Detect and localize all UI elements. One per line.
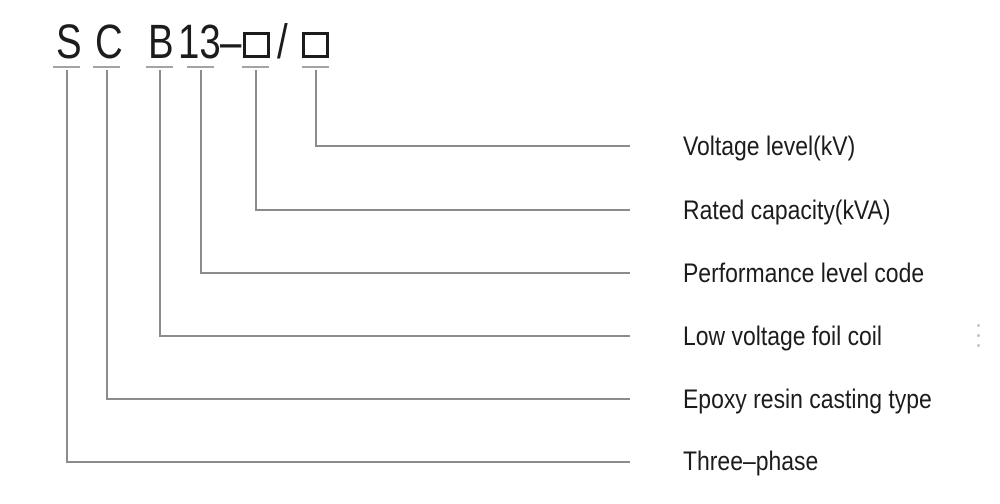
connector-stem-b — [159, 70, 161, 337]
connector-stem-s — [66, 70, 68, 463]
placeholder-box-icon-1 — [243, 32, 270, 58]
faint-dot — [977, 344, 980, 347]
connector-line-epoxy-resin — [106, 398, 630, 400]
connector-line-low-voltage-foil — [159, 335, 630, 337]
tick-mark-b — [146, 66, 173, 68]
code-number-13: 13 — [178, 16, 221, 69]
tick-mark-box1 — [242, 66, 269, 68]
slash-separator: / — [277, 16, 288, 69]
connector-stem-box2 — [315, 70, 317, 147]
dash-separator: – — [220, 16, 242, 69]
tick-mark-s — [53, 66, 80, 68]
tick-mark-13 — [187, 66, 214, 68]
placeholder-box-icon-2 — [302, 32, 329, 58]
label-three-phase: Three–phase — [683, 446, 819, 476]
code-letter-s: S — [56, 16, 82, 69]
connector-stem-box1 — [255, 70, 257, 211]
connector-line-performance — [200, 272, 630, 274]
connector-line-rated-capacity — [255, 209, 630, 211]
label-low-voltage-foil: Low voltage foil coil — [683, 321, 883, 351]
label-rated-capacity: Rated capacity(kVA) — [683, 195, 891, 225]
connector-stem-c — [106, 70, 108, 400]
tick-mark-c — [93, 66, 120, 68]
connector-stem-13 — [200, 70, 202, 274]
label-performance-level: Performance level code — [683, 258, 925, 288]
connector-line-three-phase — [66, 461, 630, 463]
faint-dot — [977, 324, 980, 327]
faint-dot — [977, 334, 980, 337]
tick-mark-box2 — [302, 66, 329, 68]
label-voltage-level: Voltage level(kV) — [683, 131, 856, 161]
connector-line-voltage-level — [315, 145, 630, 147]
code-letter-c: C — [95, 16, 123, 69]
label-epoxy-resin: Epoxy resin casting type — [683, 384, 932, 414]
code-letter-b: B — [148, 16, 174, 69]
